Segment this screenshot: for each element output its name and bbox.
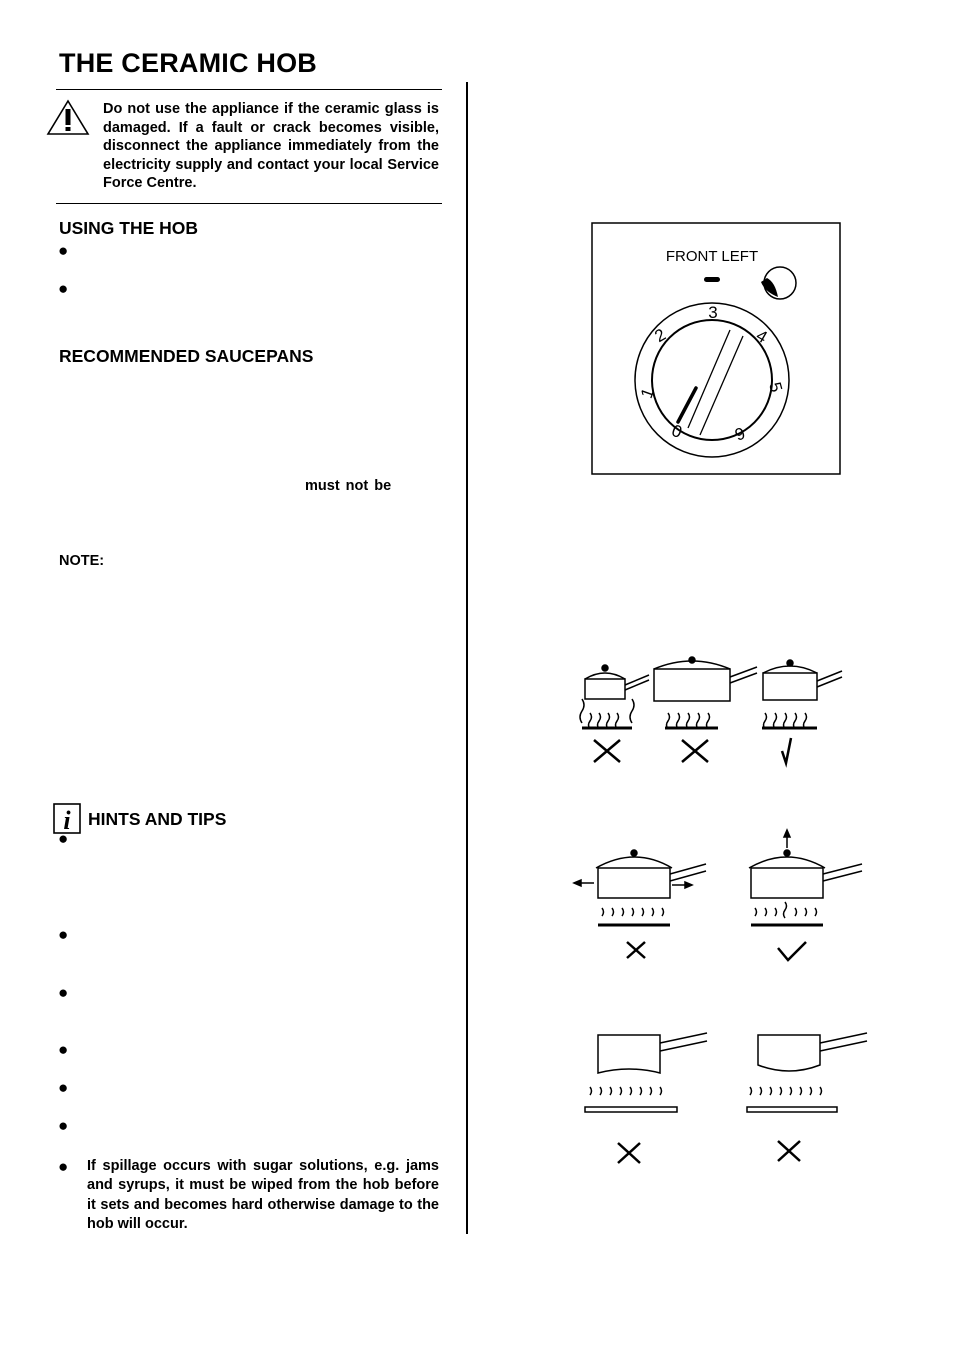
must-not-be-text: must not be	[305, 478, 392, 494]
heading-hints-and-tips: HINTS AND TIPS	[88, 809, 227, 829]
bullet: ●	[58, 925, 69, 944]
pan-size-illustration	[579, 656, 843, 768]
bullet: ●	[58, 279, 69, 298]
column-divider	[466, 82, 468, 1234]
bullet: ●	[58, 983, 69, 1002]
divider-warning	[56, 203, 442, 204]
divider-top	[56, 89, 442, 90]
heading-using-the-hob: USING THE HOB	[59, 218, 199, 238]
note-label: NOTE:	[59, 553, 105, 569]
control-knob-illustration: FRONT LEFT 0 1 2 3 4 5 6	[591, 222, 841, 475]
dial-number: 3	[708, 303, 717, 322]
knob-label: FRONT LEFT	[666, 248, 758, 265]
warning-text: Do not use the appliance if the ceramic …	[103, 101, 439, 192]
heading-recommended-saucepans: RECOMMENDED SAUCEPANS	[59, 346, 314, 366]
bullet: ●	[58, 1040, 69, 1059]
svg-text:i: i	[63, 806, 71, 835]
info-icon: i	[53, 803, 81, 835]
pan-base-illustration	[584, 1032, 868, 1164]
spillage-tip-text: If spillage occurs with sugar solutions,…	[87, 1158, 439, 1232]
page-title: THE CERAMIC HOB	[59, 48, 317, 78]
bullet: ●	[58, 1078, 69, 1097]
bullet: ●	[58, 1157, 69, 1176]
bullet: ●	[58, 1116, 69, 1135]
bullet: ●	[58, 829, 69, 848]
warning-triangle-icon	[46, 99, 90, 135]
bullet: ●	[58, 241, 69, 260]
pan-lid-illustration	[572, 828, 863, 962]
